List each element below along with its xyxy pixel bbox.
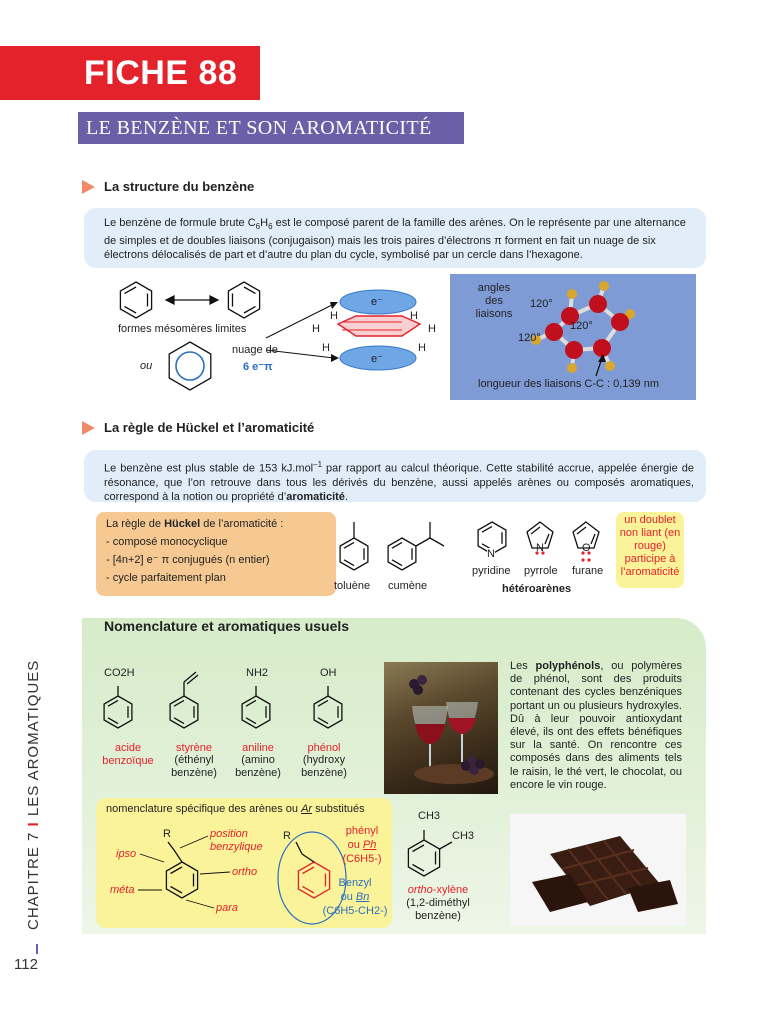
chapter-sidebar: CHAPITRE 7 I LES AROMATIQUES: [25, 660, 42, 930]
huckel-rule: - cycle parfaitement plan: [106, 572, 226, 584]
heteroarenes-label: hétéroarènes: [502, 583, 572, 595]
meta-label: méta: [110, 884, 135, 896]
styrene-structure: [169, 671, 199, 729]
toluene-structure: [339, 522, 369, 571]
para-label: para: [216, 902, 239, 914]
benzene-structures-diagram: [119, 281, 422, 391]
ch3-label-2: CH3: [452, 830, 475, 842]
aniline-sub-label: (amino benzène): [235, 754, 281, 779]
position-benzylique-label: position benzylique: [210, 828, 263, 853]
page-number: 112: [14, 956, 38, 973]
huckel-rule: - [4n+2] e⁻ π conjugués (n entier): [106, 554, 270, 566]
angles-label: angles des liaisons: [475, 282, 513, 320]
polyphenols-paragraph: Les polyphénols, ou polymères de phénol,…: [510, 660, 682, 791]
h-label: H: [418, 342, 426, 354]
phenyl-label: phényl ou Ph (C6H5-): [342, 825, 382, 865]
benzyl-label: Benzyl ou Bn (C6H5-CH2-): [322, 877, 388, 917]
aniline-structure: [241, 686, 271, 729]
section-heading-huckel: La règle de Hückel et l’aromaticité: [104, 420, 315, 435]
oh-label: OH: [320, 667, 337, 679]
aniline-label: aniline: [242, 742, 274, 754]
phenol-structure: [313, 686, 343, 729]
angle-label-3: 120°: [518, 332, 541, 344]
header-stripe: [0, 46, 68, 100]
toluene-label: toluène: [334, 580, 371, 592]
pi-cloud-diagram: [265, 289, 422, 371]
wine-glasses-illustration: [409, 675, 494, 784]
kekule-structure-1: [119, 281, 153, 319]
styrene-label: styrène: [175, 742, 213, 754]
chocolate-illustration: [532, 836, 678, 912]
furane-o-label: O: [582, 542, 591, 554]
h-label: H: [322, 342, 330, 354]
mesomeres-label: formes mésomères limites: [118, 323, 247, 335]
substituted-arenes-title: nomenclature spécifique des arènes ou Ar…: [106, 803, 365, 815]
r-label: R: [163, 828, 171, 840]
angle-label-2: 120°: [570, 320, 593, 332]
huckel-rule-box: La règle de Hückel de l’aromaticité : - …: [96, 512, 336, 596]
h-label: H: [330, 310, 338, 322]
section-heading-nomenclature: Nomenclature et aromatiques usuels: [104, 618, 350, 634]
ipso-label: ipso: [116, 848, 137, 860]
ou-label: ou: [140, 360, 153, 372]
svg-text:CHAPITRE 7 I LES AROMATIQUES: CHAPITRE 7 I LES AROMATIQUES: [25, 660, 42, 930]
section-label: LES AROMATIQUES: [25, 660, 42, 816]
kekule-structure-2: [227, 281, 261, 319]
pyrrole-structure: [526, 521, 554, 549]
aromatic-compounds-row: [339, 521, 600, 571]
chapter-label: CHAPITRE 7: [25, 832, 42, 930]
substituted-arenes-box: [96, 798, 392, 928]
huckel-intro: La règle de Hückel de l’aromaticité :: [106, 518, 284, 530]
arene-positions-diagram: [138, 831, 347, 925]
phenol-label: phénol: [307, 742, 341, 754]
phenol-sub-label: (hydroxy benzène): [301, 754, 347, 779]
angle-label-1: 120°: [530, 298, 553, 310]
resonance-arrow-icon: [164, 295, 220, 305]
sidebar-mark: [36, 944, 38, 954]
cumene-label: cumène: [388, 580, 428, 592]
ortho-xylene-label: ortho-xylène (1,2-diméthyl benzène): [406, 884, 470, 922]
bullet-triangle-icon: [82, 421, 95, 435]
electron-label-top: e⁻: [371, 296, 383, 308]
pyridine-label: pyridine: [472, 565, 511, 577]
ortho-xylene-structure: [407, 830, 453, 877]
pyridine-n-label: N: [487, 548, 495, 560]
chocolate-photo: [510, 814, 686, 926]
usual-aromatics-diagram: [103, 671, 343, 729]
ch3-label-1: CH3: [418, 810, 441, 822]
styrene-sub-label: (éthényl benzène): [171, 754, 217, 779]
nuage-value: 6 e⁻π: [243, 361, 273, 373]
cumene-structure: [387, 522, 445, 571]
r-label-2: R: [283, 830, 291, 842]
ortho-label: ortho: [232, 866, 258, 878]
bond-length-label: longueur des liaisons C-C : 0,139 nm: [478, 378, 659, 390]
huckel-rule: - composé monocyclique: [106, 536, 228, 548]
nh2-label: NH2: [246, 667, 269, 679]
benzoic-acid-structure: [103, 686, 133, 729]
ball-stick-model: [531, 281, 635, 377]
nuage-label: nuage de: [232, 344, 278, 356]
fiche-title: FICHE 88: [68, 46, 260, 100]
wine-grapes-photo: [384, 662, 498, 794]
pyrrole-n-label: N: [536, 542, 544, 554]
h-label: H: [410, 310, 418, 322]
stability-paragraph: Le benzène est plus stable de 153 kJ.mol…: [84, 450, 706, 503]
lone-pair-note: un doublet non liant (en rouge) particip…: [616, 512, 684, 588]
electron-label-bottom: e⁻: [371, 353, 383, 365]
h-label: H: [428, 323, 436, 335]
section-heading-structure: La structure du benzène: [104, 179, 255, 194]
bullet-triangle-icon: [82, 180, 95, 194]
furane-structure: [572, 521, 600, 549]
intro-paragraph: Le benzène de formule brute C6H6 est le …: [84, 208, 706, 268]
co2h-label: CO2H: [104, 667, 135, 679]
acide-benzoique-label: acide benzoïque: [102, 742, 154, 767]
furane-label: furane: [572, 565, 604, 577]
benzene-3d-model-panel: [450, 274, 696, 400]
h-label: H: [312, 323, 320, 335]
benzene-circle-structure: [168, 341, 212, 391]
page-title: LE BENZÈNE ET SON AROMATICITÉ: [78, 112, 464, 144]
pyrrole-label: pyrrole: [524, 565, 558, 577]
